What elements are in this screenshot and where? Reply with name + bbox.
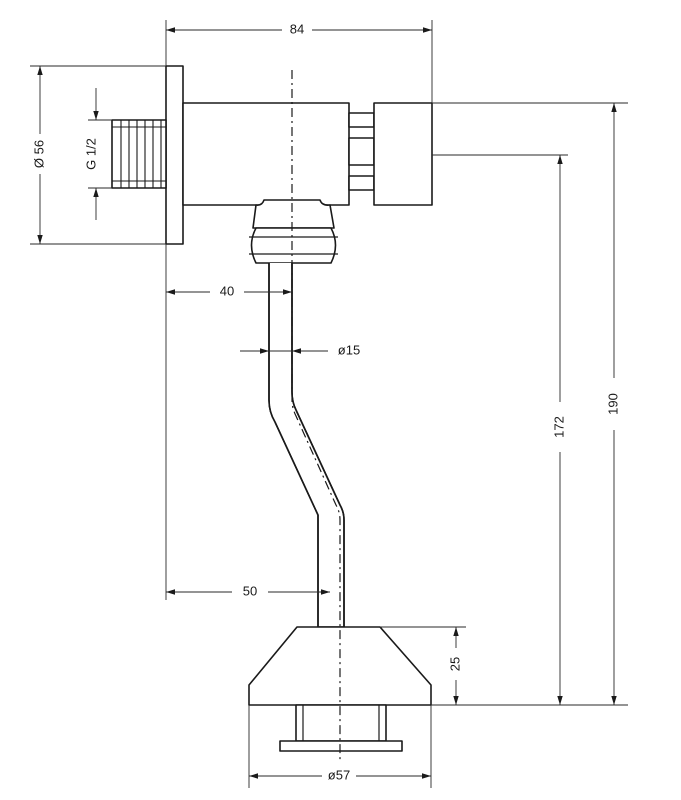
dim-flange-diameter: Ø 56 bbox=[30, 65, 166, 245]
dim-o56-label: Ø 56 bbox=[31, 140, 46, 168]
threaded-inlet bbox=[111, 119, 167, 189]
dim-height-172: 172 bbox=[432, 154, 568, 705]
outlet-neck bbox=[252, 199, 335, 229]
dim-offset-upper: 40 bbox=[165, 244, 292, 600]
dim-height-190: 190 bbox=[431, 102, 628, 706]
dim-offset-lower: 50 bbox=[166, 583, 330, 598]
push-button-stem bbox=[348, 112, 375, 191]
dim-50-label: 50 bbox=[243, 583, 257, 598]
dim-g12-label: G 1/2 bbox=[83, 138, 98, 170]
dim-width-top: 84 bbox=[165, 20, 433, 103]
centre-axis bbox=[291, 70, 341, 762]
dim-cone-height: 25 bbox=[380, 626, 466, 705]
dim-172-label: 172 bbox=[551, 416, 566, 438]
dim-190-label: 190 bbox=[605, 393, 620, 415]
dim-pipe-diameter: ø15 bbox=[240, 342, 360, 357]
union-nut bbox=[250, 227, 337, 264]
wall-flange bbox=[165, 65, 184, 245]
dim-25-label: 25 bbox=[447, 657, 462, 671]
spigot bbox=[295, 704, 387, 742]
dim-o15-label: ø15 bbox=[338, 342, 360, 357]
dim-84-label: 84 bbox=[290, 21, 304, 36]
dim-40-label: 40 bbox=[220, 283, 234, 298]
dim-base-diameter: ø57 bbox=[248, 705, 432, 788]
dim-thread: G 1/2 bbox=[83, 88, 112, 220]
push-button-cap bbox=[373, 102, 433, 206]
dim-o57-label: ø57 bbox=[328, 767, 350, 782]
valve-body bbox=[182, 102, 350, 206]
bottom-flange bbox=[279, 740, 403, 752]
valve-body-group bbox=[111, 65, 433, 752]
